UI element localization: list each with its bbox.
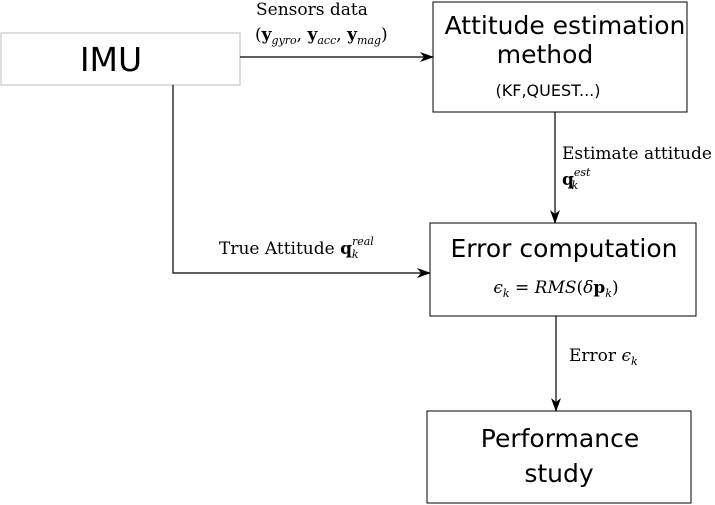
- sensors-y-acc: y: [306, 25, 318, 45]
- true-attitude-superscript: real: [352, 235, 374, 248]
- sensors-y-gyro: y: [261, 25, 273, 45]
- true-attitude-text: True Attitude: [219, 239, 340, 259]
- error-formula-epsilon: ϵ: [493, 278, 503, 298]
- error-formula-delta: δ: [583, 278, 593, 298]
- error-epsilon-subscript: k: [631, 355, 638, 368]
- error-formula-rms: RMS: [534, 278, 577, 298]
- attitude-estimation-method: method: [497, 40, 594, 69]
- sensors-open-paren: (: [255, 25, 262, 45]
- sensors-comma-1: ,: [297, 25, 308, 45]
- error-formula-epsilon-subscript: k: [503, 287, 510, 300]
- error-formula: ϵk = RMS(δpk): [493, 278, 618, 300]
- error-formula-p-subscript: k: [605, 287, 612, 300]
- attitude-estimation-title: Attitude estimation: [445, 11, 686, 40]
- error-computation-title: Error computation: [450, 234, 677, 263]
- estimate-attitude-label: Estimate attitude: [562, 144, 712, 164]
- imu-node: IMU: [0, 32, 241, 86]
- estimate-subscript: k: [571, 179, 578, 192]
- error-formula-open-paren: (: [577, 278, 584, 298]
- error-text: Error: [569, 346, 621, 366]
- performance-study-node: Performance study: [426, 410, 692, 504]
- imu-box: [0, 32, 241, 86]
- error-computation-node: Error computation ϵk = RMS(δpk): [429, 222, 697, 317]
- error-formula-p: p: [593, 278, 605, 298]
- sensors-mag-subscript: mag: [357, 34, 381, 47]
- error-formula-equals: =: [510, 278, 535, 298]
- sensors-gyro-subscript: gyro: [272, 34, 298, 47]
- sensors-y-mag: y: [346, 25, 358, 45]
- attitude-estimation-node: Attitude estimation method (KF,QUEST...): [432, 1, 688, 113]
- sensors-acc-subscript: acc: [317, 34, 336, 47]
- attitude-estimation-examples: (KF,QUEST...): [496, 81, 601, 100]
- sensors-close-paren: ): [381, 25, 388, 45]
- performance-study-title: Performance: [481, 424, 639, 453]
- performance-study-subtitle: study: [524, 459, 594, 488]
- error-label: Error ϵk: [569, 346, 638, 368]
- estimate-q: q: [562, 170, 574, 190]
- true-attitude-subscript: k: [352, 248, 359, 261]
- estimate-superscript: est: [574, 166, 591, 179]
- arrow-true-attitude: [172, 85, 431, 278]
- sensors-comma-2: ,: [336, 25, 347, 45]
- sensors-data-label: Sensors data: [256, 0, 368, 20]
- imu-label: IMU: [80, 40, 142, 79]
- error-computation-box: [429, 222, 697, 317]
- true-attitude-q: q: [340, 239, 352, 259]
- error-epsilon: ϵ: [621, 346, 631, 366]
- error-formula-close-paren: ): [612, 278, 619, 298]
- sensors-data-vector: (ygyro, yacc, ymag): [255, 25, 388, 47]
- attitude-estimation-box: [432, 1, 688, 113]
